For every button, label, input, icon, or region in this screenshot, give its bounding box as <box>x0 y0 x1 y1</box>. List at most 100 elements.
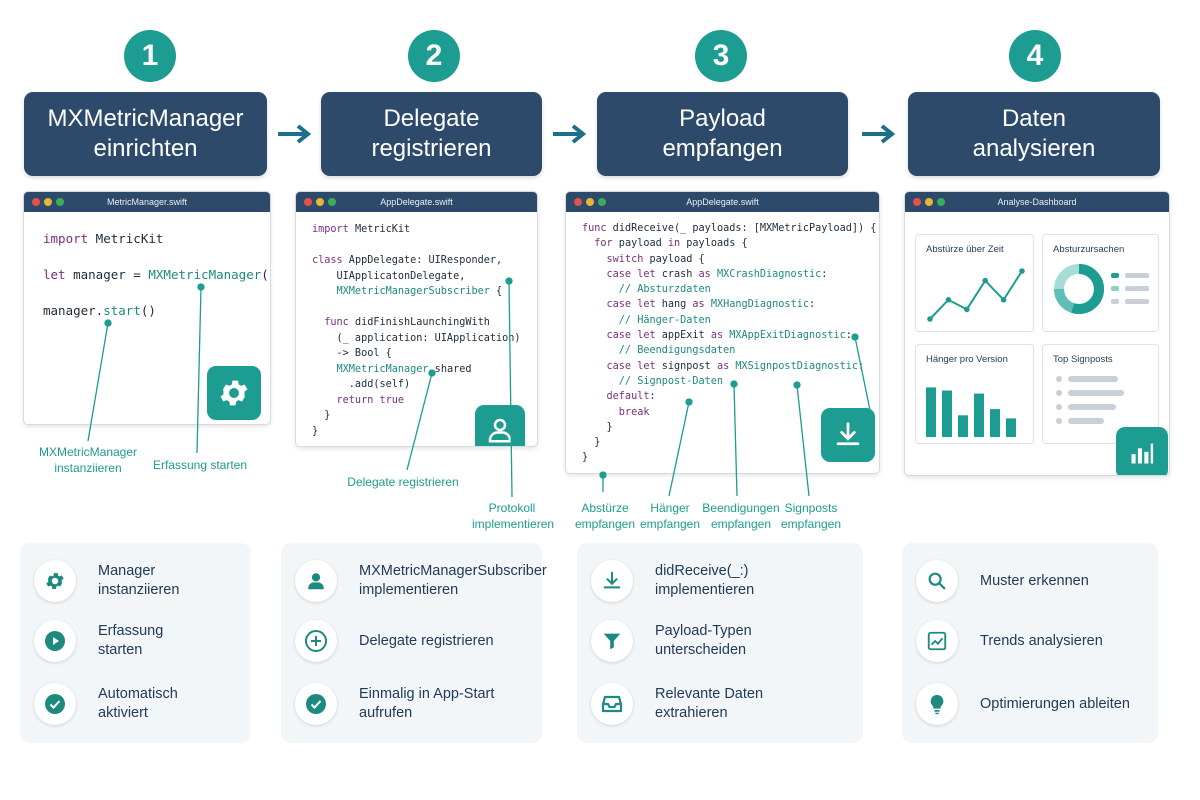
crash-causes-card: Absturzursachen <box>1042 234 1159 332</box>
list-bullet <box>1056 404 1062 410</box>
annotation-start-capture: Erfassung starten <box>152 458 248 472</box>
inbox-icon <box>591 683 633 725</box>
minimize-dot <box>586 198 594 206</box>
maximize-dot <box>937 198 945 206</box>
list-item-label: Relevante Daten extrahieren <box>655 686 764 721</box>
code-block: import MetricKit let manager = MXMetricM… <box>43 231 270 318</box>
arrow-right-icon <box>278 124 312 144</box>
list-item-label: Manager instanziieren <box>98 563 180 598</box>
step-number-2: 2 <box>408 30 460 82</box>
bar <box>926 387 936 437</box>
list-bullet <box>1056 376 1062 382</box>
list-item: Muster erkennen <box>916 560 1130 602</box>
step-title-line: MXMetricManager <box>47 105 244 132</box>
minimize-dot <box>925 198 933 206</box>
data-point <box>927 316 933 322</box>
annotation-instantiate: MXMetricManager instanziieren <box>38 445 138 475</box>
list-item-label: Erfassung starten <box>98 623 164 658</box>
donut-slice <box>1054 264 1104 314</box>
legend-bar <box>1111 299 1119 304</box>
list-item: Payload-Typen unterscheiden <box>591 620 775 662</box>
annotation-exits-received: Beendigungen empfangen <box>702 501 780 531</box>
crash-line-chart <box>927 268 1025 322</box>
summary-panel-1: Manager instanziieren Erfassung starten … <box>20 543 251 743</box>
summary-panel-3: didReceive(_:) implementieren Payload-Ty… <box>577 543 863 743</box>
step-title-3: Payload empfangen <box>597 92 848 176</box>
window-titlebar: Analyse-Dashboard <box>905 192 1169 212</box>
window-title: AppDelegate.swift <box>380 197 453 207</box>
list-item: Trends analysieren <box>916 620 1130 662</box>
step-title-line: Delegate <box>383 105 480 132</box>
list-bullet <box>1056 418 1062 424</box>
list-item-label: Trends analysieren <box>980 632 1103 649</box>
step-title-4: Daten analysieren <box>908 92 1160 176</box>
list-item-label: MXMetricManagerSubscriber implementieren <box>359 563 547 598</box>
code-window-payload: AppDelegate.swift func didReceive(_ payl… <box>565 191 880 474</box>
maximize-dot <box>328 198 336 206</box>
annotation-implement-protocol: Protokoll implementieren <box>472 501 555 531</box>
list-item-label: Payload-Typen unterscheiden <box>655 623 752 658</box>
step-title-line: Payload <box>679 105 766 132</box>
list-item: MXMetricManagerSubscriber implementieren <box>295 560 547 602</box>
bar <box>958 415 968 437</box>
legend-bar <box>1111 273 1119 278</box>
step-title-1: MXMetricManager einrichten <box>24 92 267 176</box>
list-item-label: didReceive(_:) implementieren <box>655 563 755 598</box>
crash-causes-donut-chart <box>1054 264 1104 314</box>
list-item: didReceive(_:) implementieren <box>591 560 775 602</box>
data-point <box>945 297 952 303</box>
step-title-line: empfangen <box>662 135 783 162</box>
card-title: Hänger pro Version <box>926 354 1008 365</box>
summary-panel-4: Muster erkennen Trends analysieren Optim… <box>902 543 1158 743</box>
code-window-appdelegate: AppDelegate.swift import MetricKit class… <box>295 191 538 447</box>
list-bullet <box>1056 390 1062 396</box>
list-item: Einmalig in App-Start aufrufen <box>295 683 509 725</box>
code-window-metricmanager: MetricManager.swift import MetricKit let… <box>23 191 271 425</box>
minimize-dot <box>44 198 52 206</box>
list-bar <box>1068 390 1124 396</box>
window-title: AppDelegate.swift <box>686 197 759 207</box>
dashboard-window: Analyse-Dashboard Abstürze über Zeit Abs… <box>904 191 1170 476</box>
legend-bar <box>1125 286 1149 291</box>
series-line <box>929 270 1023 320</box>
card-title: Top Signposts <box>1053 354 1113 365</box>
download-icon <box>821 408 875 462</box>
annotation-signposts-received: Signposts empfangen <box>780 501 842 531</box>
summary-panel-2: MXMetricManagerSubscriber implementieren… <box>281 543 547 743</box>
step-number-4: 4 <box>1009 30 1061 82</box>
user-icon <box>295 560 337 602</box>
maximize-dot <box>598 198 606 206</box>
data-point <box>1019 268 1025 274</box>
bar <box>974 393 984 437</box>
data-point <box>964 306 970 313</box>
bar <box>990 409 1000 437</box>
card-title: Absturzursachen <box>1053 244 1125 255</box>
hangs-bar-chart <box>926 387 1016 437</box>
step-title-line: analysieren <box>972 135 1096 162</box>
lightbulb-icon <box>916 683 958 725</box>
play-icon <box>34 620 76 662</box>
close-dot <box>304 198 312 206</box>
step-number-1: 1 <box>124 30 176 82</box>
arrow-right-icon <box>553 124 587 144</box>
step-title-line: registrieren <box>371 135 492 162</box>
window-titlebar: MetricManager.swift <box>24 192 270 212</box>
card-title: Abstürze über Zeit <box>926 244 1004 255</box>
list-item-label: Automatisch aktiviert <box>98 686 178 721</box>
legend-bar <box>1125 273 1149 278</box>
close-dot <box>913 198 921 206</box>
legend-bar <box>1111 286 1119 291</box>
code-block: func didReceive(_ payloads: [MXMetricPay… <box>582 223 877 464</box>
data-point <box>982 277 988 284</box>
list-item: Manager instanziieren <box>34 560 208 602</box>
list-item-label: Optimierungen ableiten <box>980 695 1130 712</box>
list-item: Erfassung starten <box>34 620 208 662</box>
crash-over-time-card: Abstürze über Zeit <box>915 234 1034 332</box>
window-title: MetricManager.swift <box>106 197 188 207</box>
trend-icon <box>916 620 958 662</box>
legend-bar <box>1125 299 1149 304</box>
check-icon <box>295 683 337 725</box>
code-block: import MetricKit class AppDelegate: UIRe… <box>312 224 521 437</box>
list-item-label: Delegate registrieren <box>359 632 494 649</box>
download-icon <box>591 560 633 602</box>
